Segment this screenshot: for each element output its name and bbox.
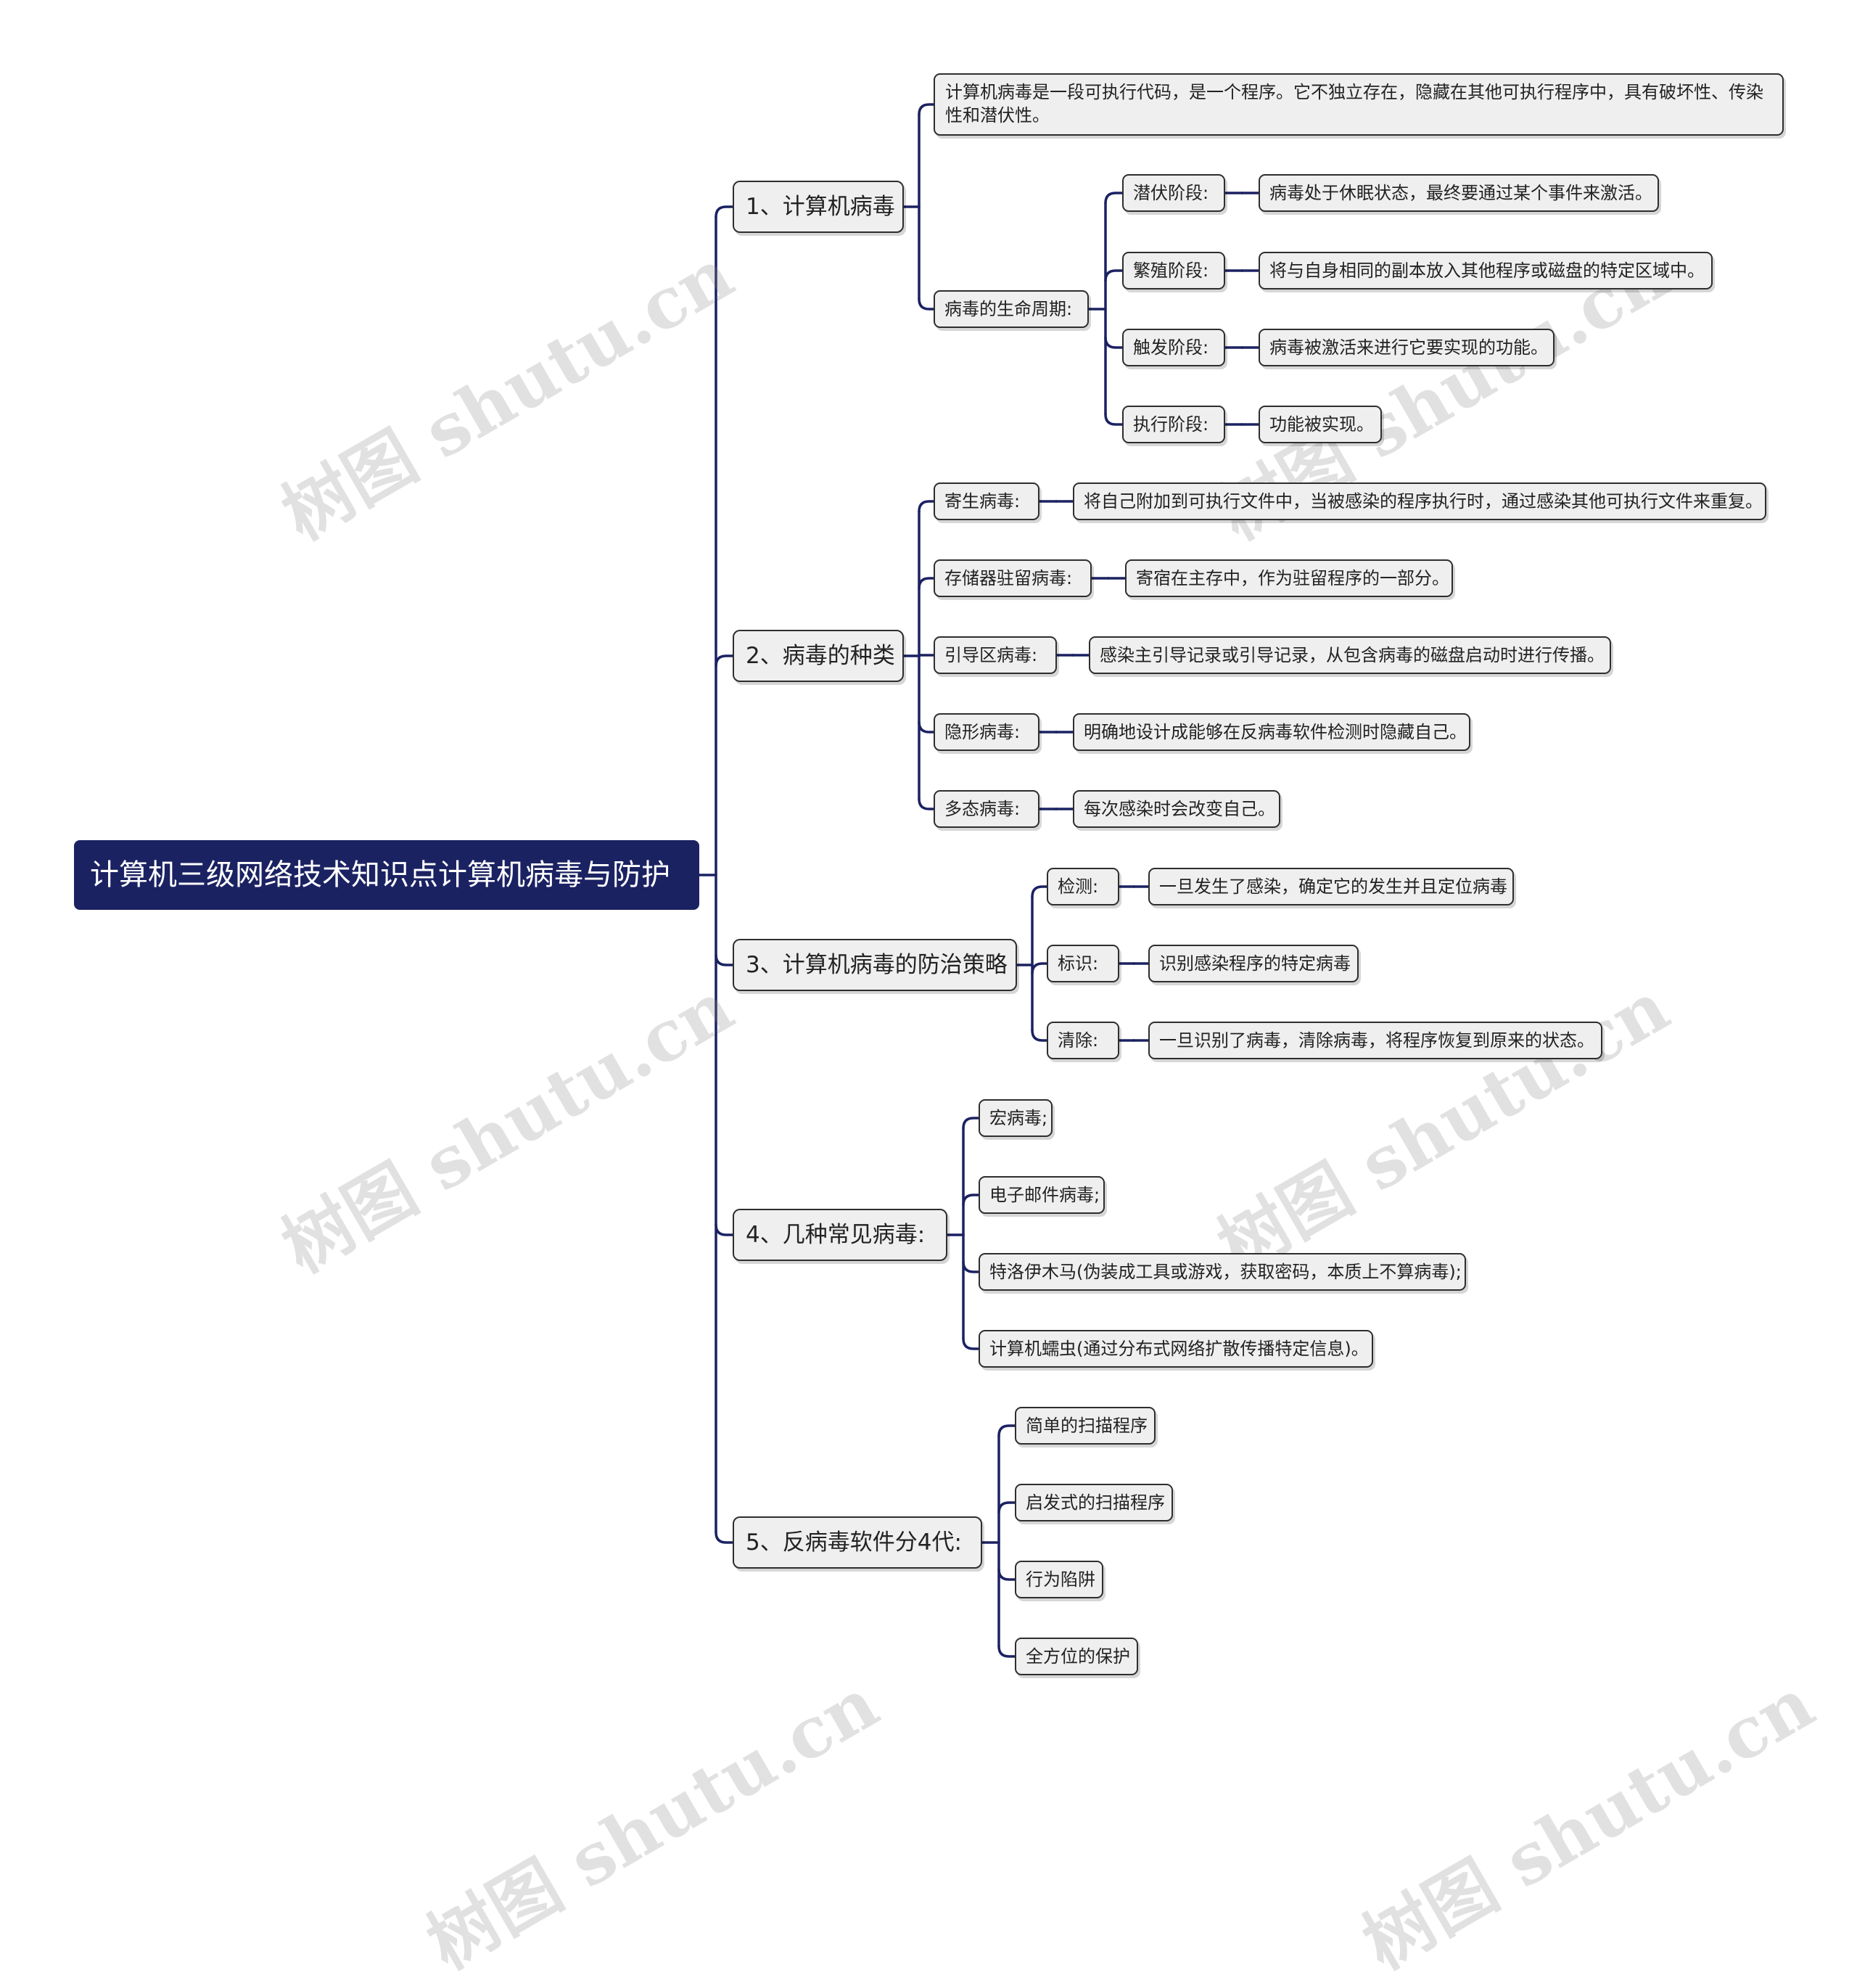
lifecycle-execution-phase[interactable]: 执行阶段: xyxy=(1122,406,1225,443)
generation-full-protection[interactable]: 全方位的保护 xyxy=(1015,1638,1138,1675)
lifecycle-dormant-detail[interactable]: 病毒处于休眠状态，最终要通过某个事件来激活。 xyxy=(1259,174,1659,212)
connector-line xyxy=(918,500,935,513)
virus-email[interactable]: 电子邮件病毒; xyxy=(979,1176,1105,1214)
lifecycle-propagation-phase[interactable]: 繁殖阶段: xyxy=(1122,252,1225,289)
connector-line xyxy=(715,205,734,218)
connector-line xyxy=(997,1424,1016,1437)
strategy-detection-detail[interactable]: 一旦发生了感染，确定它的发生并且定位病毒 xyxy=(1148,868,1514,905)
type-memory-resident-virus[interactable]: 存储器驻留病毒: xyxy=(934,559,1092,597)
connector-line xyxy=(1104,336,1124,349)
type-stealth-detail[interactable]: 明确地设计成能够在反病毒软件检测时隐藏自己。 xyxy=(1073,713,1470,751)
virus-lifecycle[interactable]: 病毒的生命周期: xyxy=(934,290,1089,328)
connector-line xyxy=(918,577,935,590)
type-stealth-virus[interactable]: 隐形病毒: xyxy=(934,713,1039,751)
connector-line xyxy=(715,1531,734,1544)
virus-definition[interactable]: 计算机病毒是一段可执行代码，是一个程序。它不独立存在，隐藏在其他可执行程序中，具… xyxy=(934,73,1784,136)
connector-line xyxy=(997,1501,1016,1514)
connector-line xyxy=(962,1337,980,1350)
branch-common-viruses[interactable]: 4、几种常见病毒: xyxy=(733,1209,947,1261)
strategy-identification[interactable]: 标识: xyxy=(1047,945,1119,982)
type-polymorphic-detail[interactable]: 每次感染时会改变自己。 xyxy=(1073,790,1280,828)
generation-behavior-trap[interactable]: 行为陷阱 xyxy=(1015,1561,1103,1598)
connector-line xyxy=(715,654,734,668)
connector-line xyxy=(1104,192,1124,205)
type-polymorphic-virus[interactable]: 多态病毒: xyxy=(934,790,1039,828)
connector-line xyxy=(715,953,734,966)
connector-line xyxy=(997,1568,1016,1581)
connector-line xyxy=(962,1194,980,1207)
connector-line xyxy=(997,1645,1016,1658)
virus-macro[interactable]: 宏病毒; xyxy=(979,1099,1053,1137)
type-boot-sector-detail[interactable]: 感染主引导记录或引导记录，从包含病毒的磁盘启动时进行传播。 xyxy=(1089,636,1611,674)
strategy-identification-detail[interactable]: 识别感染程序的特定病毒 xyxy=(1148,945,1359,982)
connector-line xyxy=(918,103,935,116)
connector-line xyxy=(918,297,935,311)
connector-line xyxy=(962,1260,980,1273)
branch-virus-types[interactable]: 2、病毒的种类 xyxy=(733,630,904,682)
strategy-removal-detail[interactable]: 一旦识别了病毒，清除病毒，将程序恢复到原来的状态。 xyxy=(1148,1022,1602,1059)
lifecycle-propagation-detail[interactable]: 将与自身相同的副本放入其他程序或磁盘的特定区域中。 xyxy=(1259,252,1713,289)
connector-line xyxy=(1031,1029,1048,1042)
strategy-detection[interactable]: 检测: xyxy=(1047,868,1119,905)
connector-line xyxy=(1104,413,1124,426)
strategy-removal[interactable]: 清除: xyxy=(1047,1022,1119,1059)
generation-heuristic-scanner[interactable]: 启发式的扫描程序 xyxy=(1015,1484,1173,1521)
connector-line xyxy=(1104,269,1124,282)
connector-lines xyxy=(698,103,1260,1658)
type-memory-resident-detail[interactable]: 寄宿在主存中，作为驻留程序的一部分。 xyxy=(1125,559,1453,597)
virus-trojan-horse[interactable]: 特洛伊木马(伪装成工具或游戏，获取密码，本质上不算病毒); xyxy=(979,1253,1466,1291)
connector-line xyxy=(1031,962,1048,975)
connector-line xyxy=(918,720,935,734)
type-boot-sector-virus[interactable]: 引导区病毒: xyxy=(934,636,1057,674)
lifecycle-trigger-phase[interactable]: 触发阶段: xyxy=(1122,329,1225,366)
connector-line xyxy=(962,1117,980,1130)
branch-prevention-strategy[interactable]: 3、计算机病毒的防治策略 xyxy=(733,939,1017,991)
branch-computer-virus[interactable]: 1、计算机病毒 xyxy=(733,181,904,233)
connector-line xyxy=(1031,885,1048,898)
type-parasitic-virus[interactable]: 寄生病毒: xyxy=(934,482,1039,520)
lifecycle-trigger-detail[interactable]: 病毒被激活来进行它要实现的功能。 xyxy=(1259,329,1555,366)
lifecycle-execution-detail[interactable]: 功能被实现。 xyxy=(1259,406,1382,443)
virus-computer-worm[interactable]: 计算机蠕虫(通过分布式网络扩散传播特定信息)。 xyxy=(979,1330,1373,1368)
generation-simple-scanner[interactable]: 简单的扫描程序 xyxy=(1015,1407,1156,1445)
lifecycle-dormant-phase[interactable]: 潜伏阶段: xyxy=(1122,174,1225,212)
connector-line xyxy=(918,797,935,810)
connector-line xyxy=(715,1223,734,1236)
branch-antivirus-generations[interactable]: 5、反病毒软件分4代: xyxy=(733,1516,982,1569)
root-topic[interactable]: 计算机三级网络技术知识点计算机病毒与防护 xyxy=(74,840,699,910)
type-parasitic-detail[interactable]: 将自己附加到可执行文件中，当被感染的程序执行时，通过感染其他可执行文件来重复。 xyxy=(1073,482,1766,520)
